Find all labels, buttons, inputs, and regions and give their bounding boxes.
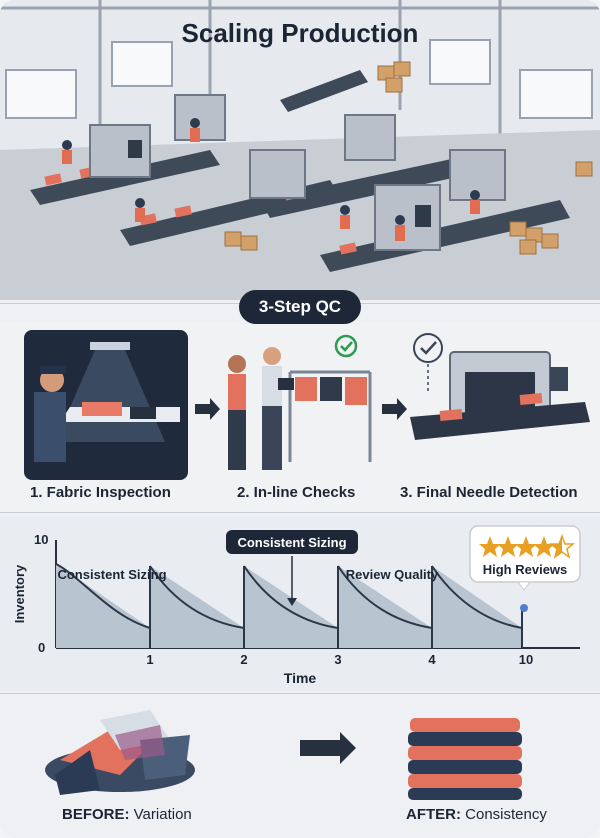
- step-label-fabric-inspection: 1. Fabric Inspection: [30, 484, 171, 501]
- callout-consistent-sizing: Consistent Sizing: [237, 535, 346, 550]
- x-tick-label: 3: [334, 652, 341, 667]
- needle-detection-illustration: [410, 333, 590, 440]
- annotation-review-quality: Review Quality: [346, 567, 439, 582]
- before-caption-rest: Variation: [129, 806, 192, 823]
- step-label-inline-checks: 2. In-line Checks: [237, 484, 356, 501]
- folded-stack-illustration: [408, 718, 522, 800]
- section-divider: [0, 512, 600, 513]
- factory-floor-illustration: [0, 0, 600, 300]
- clothing-pile-illustration: [45, 710, 195, 795]
- inventory-chart-section: 10 0 Inventory 1 2 3 4 10 Time Consisten…: [0, 516, 600, 691]
- qc-steps-section: [0, 322, 600, 512]
- qc-steps-illustrations: [24, 330, 590, 480]
- callout-box: [226, 530, 358, 554]
- arrow-icon: [382, 398, 407, 420]
- x-tick-label: 4: [428, 652, 436, 667]
- arrow-icon: [195, 398, 220, 420]
- high-reviews-label: High Reviews: [483, 562, 568, 577]
- before-after-section: BEFORE: Variation AFTER: Consistency: [0, 700, 600, 838]
- x-tick-label: 10: [519, 652, 533, 667]
- right-arrow-icon: [300, 732, 356, 764]
- section-divider: [0, 693, 600, 694]
- end-marker: [520, 604, 528, 612]
- annotation-consistent-sizing: Consistent Sizing: [57, 567, 166, 582]
- after-caption-bold: AFTER:: [406, 806, 461, 823]
- after-caption-rest: Consistency: [461, 806, 547, 823]
- before-caption-bold: BEFORE:: [62, 806, 130, 823]
- step-label-needle-detection: 3. Final Needle Detection: [400, 484, 578, 501]
- check-circle-icon: [334, 334, 358, 358]
- star-rating-icon: [479, 533, 576, 559]
- qc-badge: 3-Step QC: [239, 290, 361, 324]
- before-after-illustration: [45, 710, 522, 800]
- inventory-sawtooth-chart: 10 0 Inventory 1 2 3 4 10 Time Consisten…: [12, 525, 581, 686]
- y-axis-label: Inventory: [12, 564, 27, 623]
- x-tick-label: 1: [146, 652, 153, 667]
- y-tick-label: 0: [38, 640, 45, 655]
- x-tick-label: 2: [240, 652, 247, 667]
- after-caption: AFTER: Consistency: [406, 806, 547, 823]
- x-axis-label: Time: [284, 670, 317, 686]
- page-title: Scaling Production: [181, 18, 419, 48]
- down-arrow-icon: [287, 598, 297, 606]
- inline-checks-illustration: [228, 334, 372, 470]
- y-tick-label: 10: [34, 532, 48, 547]
- before-caption: BEFORE: Variation: [62, 806, 192, 823]
